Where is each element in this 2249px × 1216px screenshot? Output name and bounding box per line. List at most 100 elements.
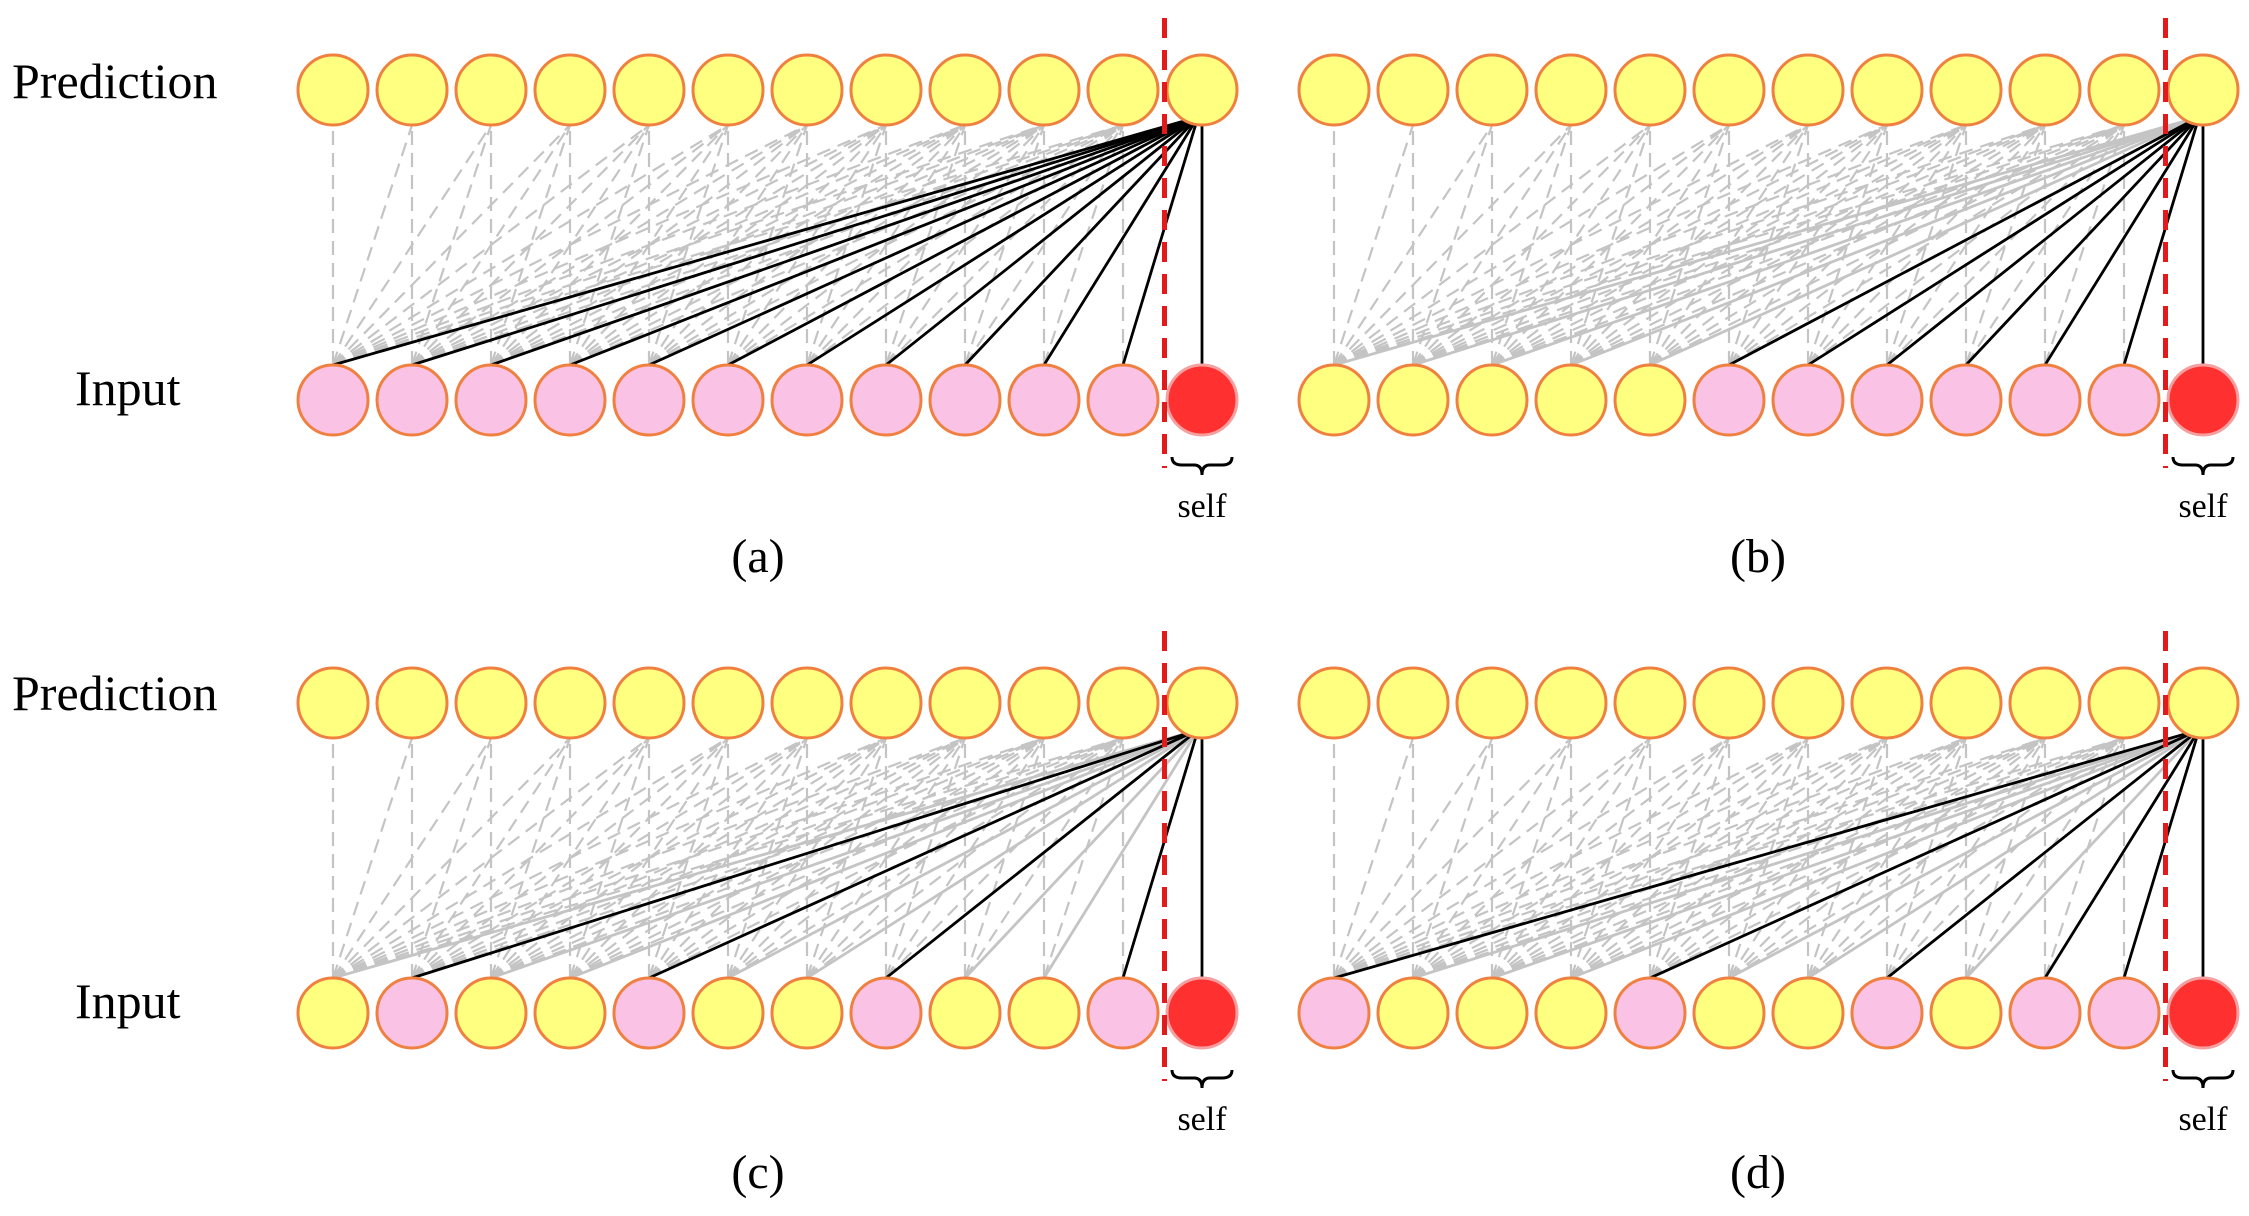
input-node-yellow [533,976,607,1050]
row-label-input-top: Input [75,360,181,416]
dependency-link-inactive [1412,124,1651,366]
panel-a: self [296,18,1239,525]
input-node-yellow [1613,363,1687,437]
input-node-pink [612,363,686,437]
prediction-node [454,666,528,740]
dependency-link-inactive [1333,736,1888,980]
self-input-node [2166,976,2240,1050]
dependency-link-inactive [1649,737,2046,979]
dependency-link-inactive [1332,124,1415,366]
self-label: self [2178,1101,2228,1138]
dependency-link-inactive [1570,124,1809,366]
dependency-link-inactive [411,737,650,979]
self-link-active [1333,728,2200,980]
prediction-node [1613,666,1687,740]
self-link-active [1042,116,1200,366]
self-link-active [885,115,1199,367]
dependency-link-inactive [1333,737,1730,979]
dependency-link-inactive [1649,737,1888,979]
self-input-node [1165,976,1239,1050]
self-link-active [2122,116,2201,366]
self-link-masked [1728,728,2200,980]
self-link-masked [1649,115,2200,367]
prediction-node [612,666,686,740]
dependency-link-inactive [1727,124,1810,366]
dependency-link-inactive [1964,737,2047,979]
dependency-link-inactive [331,737,414,979]
dependency-link-inactive [726,737,809,979]
panel-caption-b: (b) [1730,530,1786,583]
dependency-link-inactive [490,737,729,979]
self-link-masked [727,728,1199,980]
self-link-active [490,115,1199,367]
dependency-link-inactive [648,124,887,366]
input-node-pink [1613,976,1687,1050]
dependency-link-inactive [1570,124,1967,366]
dependency-link-inactive [411,124,650,366]
dependency-link-inactive [1333,123,1888,367]
input-node-pink [296,363,370,437]
prediction-node [1692,666,1766,740]
input-node-pink [2008,363,2082,437]
dependency-link-inactive [1885,124,1968,366]
input-node-pink [1297,976,1371,1050]
self-link-masked [569,728,1199,980]
dependency-link-inactive [490,737,887,979]
prediction-node [1929,666,2003,740]
input-node-pink [375,363,449,437]
prediction-node [849,53,923,127]
dependency-link-inactive [332,124,729,366]
prediction-node [375,666,449,740]
input-node-pink [849,363,923,437]
self-brace [1170,1069,1234,1089]
dependency-link-inactive [648,737,887,979]
row-label-prediction-top: Prediction [12,53,218,109]
self-link-active [411,115,1199,367]
input-node-pink [612,976,686,1050]
input-node-pink [849,976,923,1050]
dependency-link-inactive [647,737,730,979]
dependency-link-inactive [1570,737,1967,979]
input-node-yellow [770,976,844,1050]
prediction-node [1086,666,1160,740]
panel-b: self [1297,18,2240,525]
dependency-link-inactive [569,124,808,366]
self-link-masked [1491,115,2200,367]
dependency-link-inactive [1649,124,1888,366]
dependency-link-inactive [963,737,1046,979]
self-link-active [806,115,1199,367]
prediction-node [1376,53,1450,127]
prediction-node [1850,666,1924,740]
dependency-link-inactive [332,737,729,979]
input-node-pink [454,363,528,437]
dependency-link-inactive [332,123,887,367]
dependency-link-inactive [1807,737,2046,979]
prediction-node [612,53,686,127]
self-link-masked [806,728,1199,980]
prediction-node [1692,53,1766,127]
input-node-pink [1850,976,1924,1050]
self-link-active [2122,729,2201,979]
prediction-node [928,666,1002,740]
self-label: self [1177,1101,1227,1138]
dependency-link-inactive [1411,124,1494,366]
prediction-node [375,53,449,127]
dependency-link-inactive [568,124,651,366]
prediction-node [1297,53,1371,127]
self-link-active [1886,728,2200,980]
dependency-link-inactive [806,124,1045,366]
input-node-yellow [1534,976,1608,1050]
dependency-link-inactive [1412,124,1809,366]
dependency-link-inactive [726,124,809,366]
dependency-link-inactive [963,124,1046,366]
input-node-yellow [1007,976,1081,1050]
prediction-node [2166,666,2240,740]
self-link-active [727,115,1199,367]
prediction-node [770,53,844,127]
prediction-node [770,666,844,740]
dependency-link-inactive [1411,737,1494,979]
dependency-link-inactive [727,124,1124,366]
dependency-link-inactive [490,124,887,366]
dependency-link-inactive [1570,737,1809,979]
self-link-masked [1570,115,2200,367]
